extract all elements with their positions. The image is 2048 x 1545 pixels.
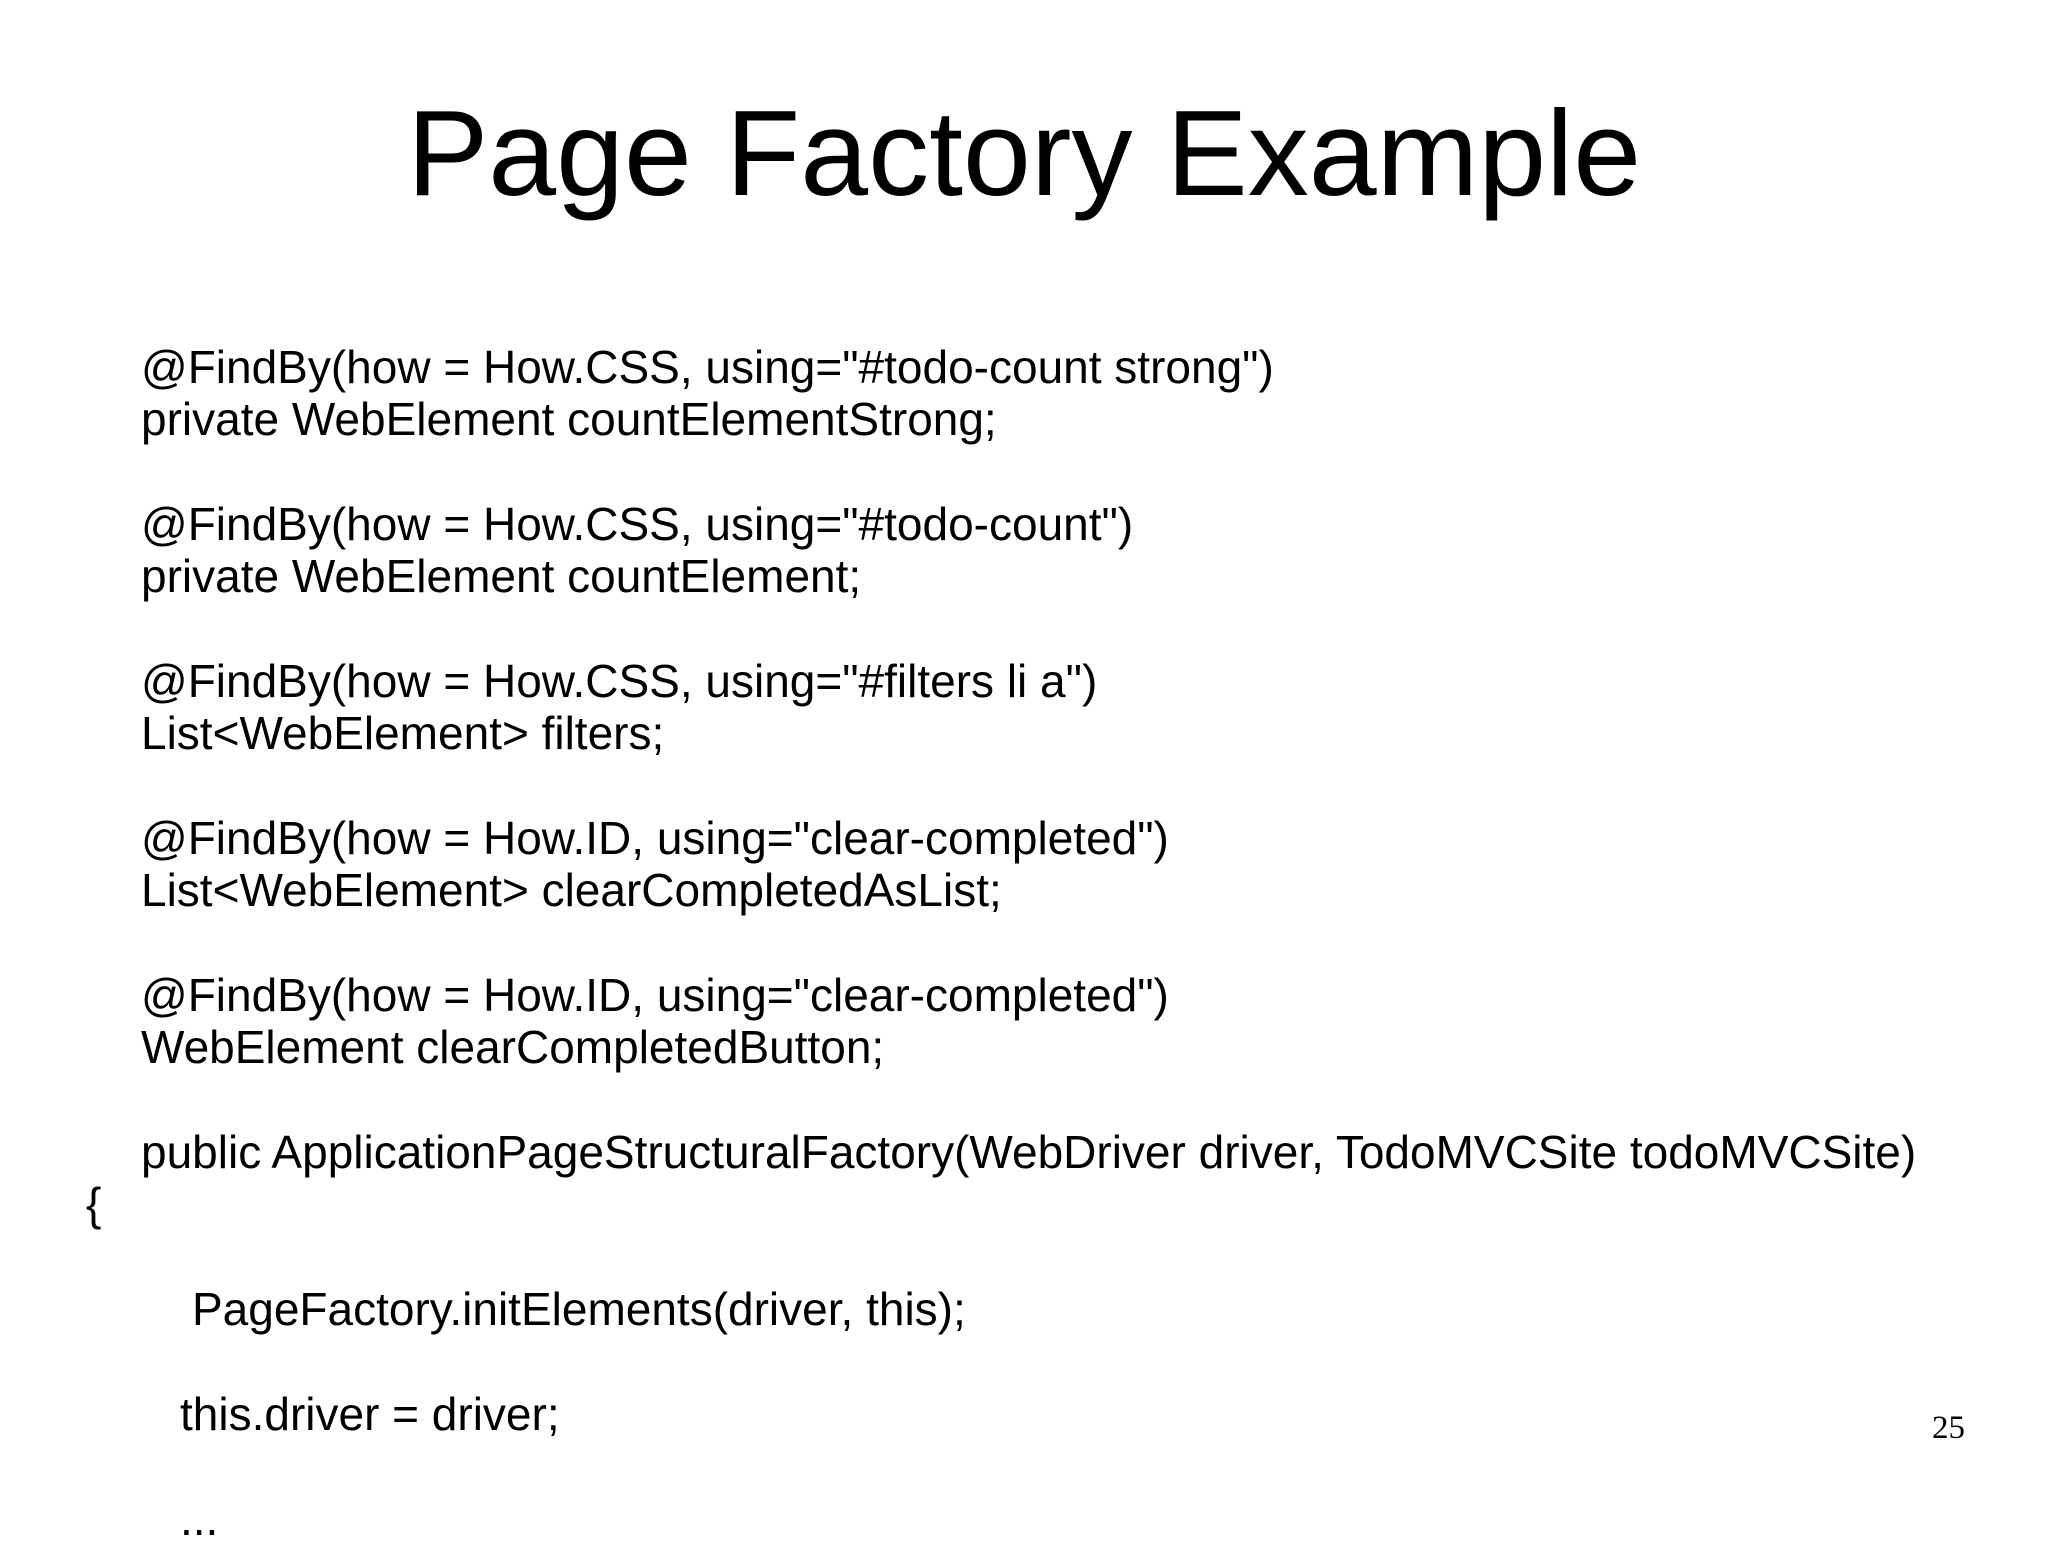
code-line: @FindBy(how = How.CSS, using="#todo-coun…	[141, 498, 1134, 550]
code-line: @FindBy(how = How.ID, using="clear-compl…	[141, 812, 1169, 864]
slide-title: Page Factory Example	[406, 85, 1642, 221]
code-line: List<WebElement> filters;	[141, 707, 665, 759]
page-number: 25	[1932, 1410, 1965, 1446]
code-line: private WebElement countElementStrong;	[141, 393, 997, 445]
code-line: public ApplicationPageStructuralFactory(…	[141, 1126, 1917, 1178]
code-line: PageFactory.initElements(driver, this);	[192, 1283, 966, 1335]
code-line: WebElement clearCompletedButton;	[141, 1021, 885, 1073]
code-line: @FindBy(how = How.ID, using="clear-compl…	[141, 969, 1169, 1021]
code-line: @FindBy(how = How.CSS, using="#filters l…	[141, 655, 1098, 707]
code-line: @FindBy(how = How.CSS, using="#todo-coun…	[141, 341, 1274, 393]
code-line: this.driver = driver;	[180, 1388, 560, 1440]
code-line: private WebElement countElement;	[141, 550, 862, 602]
code-line: ...	[180, 1493, 219, 1545]
code-line: {	[86, 1178, 102, 1230]
code-line: List<WebElement> clearCompletedAsList;	[141, 864, 1002, 916]
